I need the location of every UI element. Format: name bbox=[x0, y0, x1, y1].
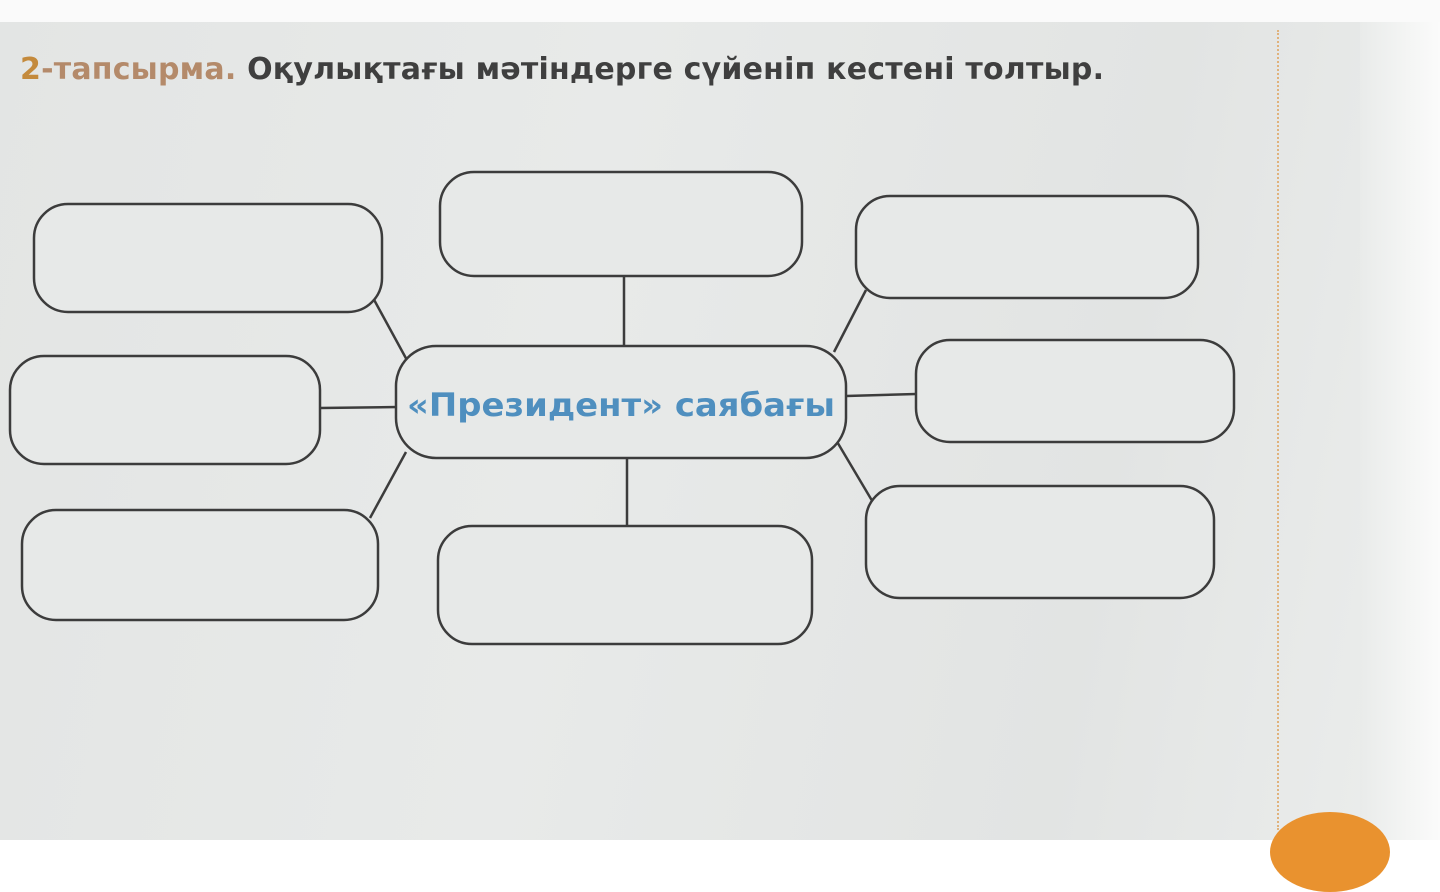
connectors bbox=[319, 274, 917, 528]
connector-middle-right bbox=[845, 392, 917, 398]
empty-box-middle-left[interactable] bbox=[8, 354, 322, 466]
task-instruction: Оқулықтағы мәтіндерге сүйеніп кестені то… bbox=[236, 52, 1105, 87]
task-number: 2 bbox=[20, 52, 42, 87]
connector-bottom-left bbox=[368, 451, 408, 519]
task-title: 2-тапсырма. Оқулықтағы мәтіндерге сүйені… bbox=[20, 52, 1104, 87]
connector-top-right bbox=[832, 289, 868, 353]
task-word: -тапсырма. bbox=[41, 52, 237, 87]
empty-box-top-left[interactable] bbox=[32, 202, 384, 314]
top-strip bbox=[0, 0, 1440, 22]
mind-map-diagram: «Президент» саябағы bbox=[8, 170, 1236, 646]
empty-box-bottom-center[interactable] bbox=[436, 524, 814, 646]
center-node bbox=[394, 344, 848, 460]
empty-box-middle-right[interactable] bbox=[914, 338, 1236, 444]
connector-bottom-right bbox=[834, 439, 876, 505]
connector-top-left bbox=[370, 295, 410, 363]
margin-dotted-rule bbox=[1277, 30, 1279, 830]
empty-box-bottom-left[interactable] bbox=[20, 508, 380, 622]
empty-box-bottom-right[interactable] bbox=[864, 484, 1216, 600]
page-edge bbox=[1360, 22, 1440, 840]
connector-middle-left bbox=[319, 405, 399, 410]
empty-box-top-center[interactable] bbox=[438, 170, 804, 278]
center-label: «Президент» саябағы bbox=[407, 386, 835, 424]
empty-box-top-right[interactable] bbox=[854, 194, 1200, 300]
